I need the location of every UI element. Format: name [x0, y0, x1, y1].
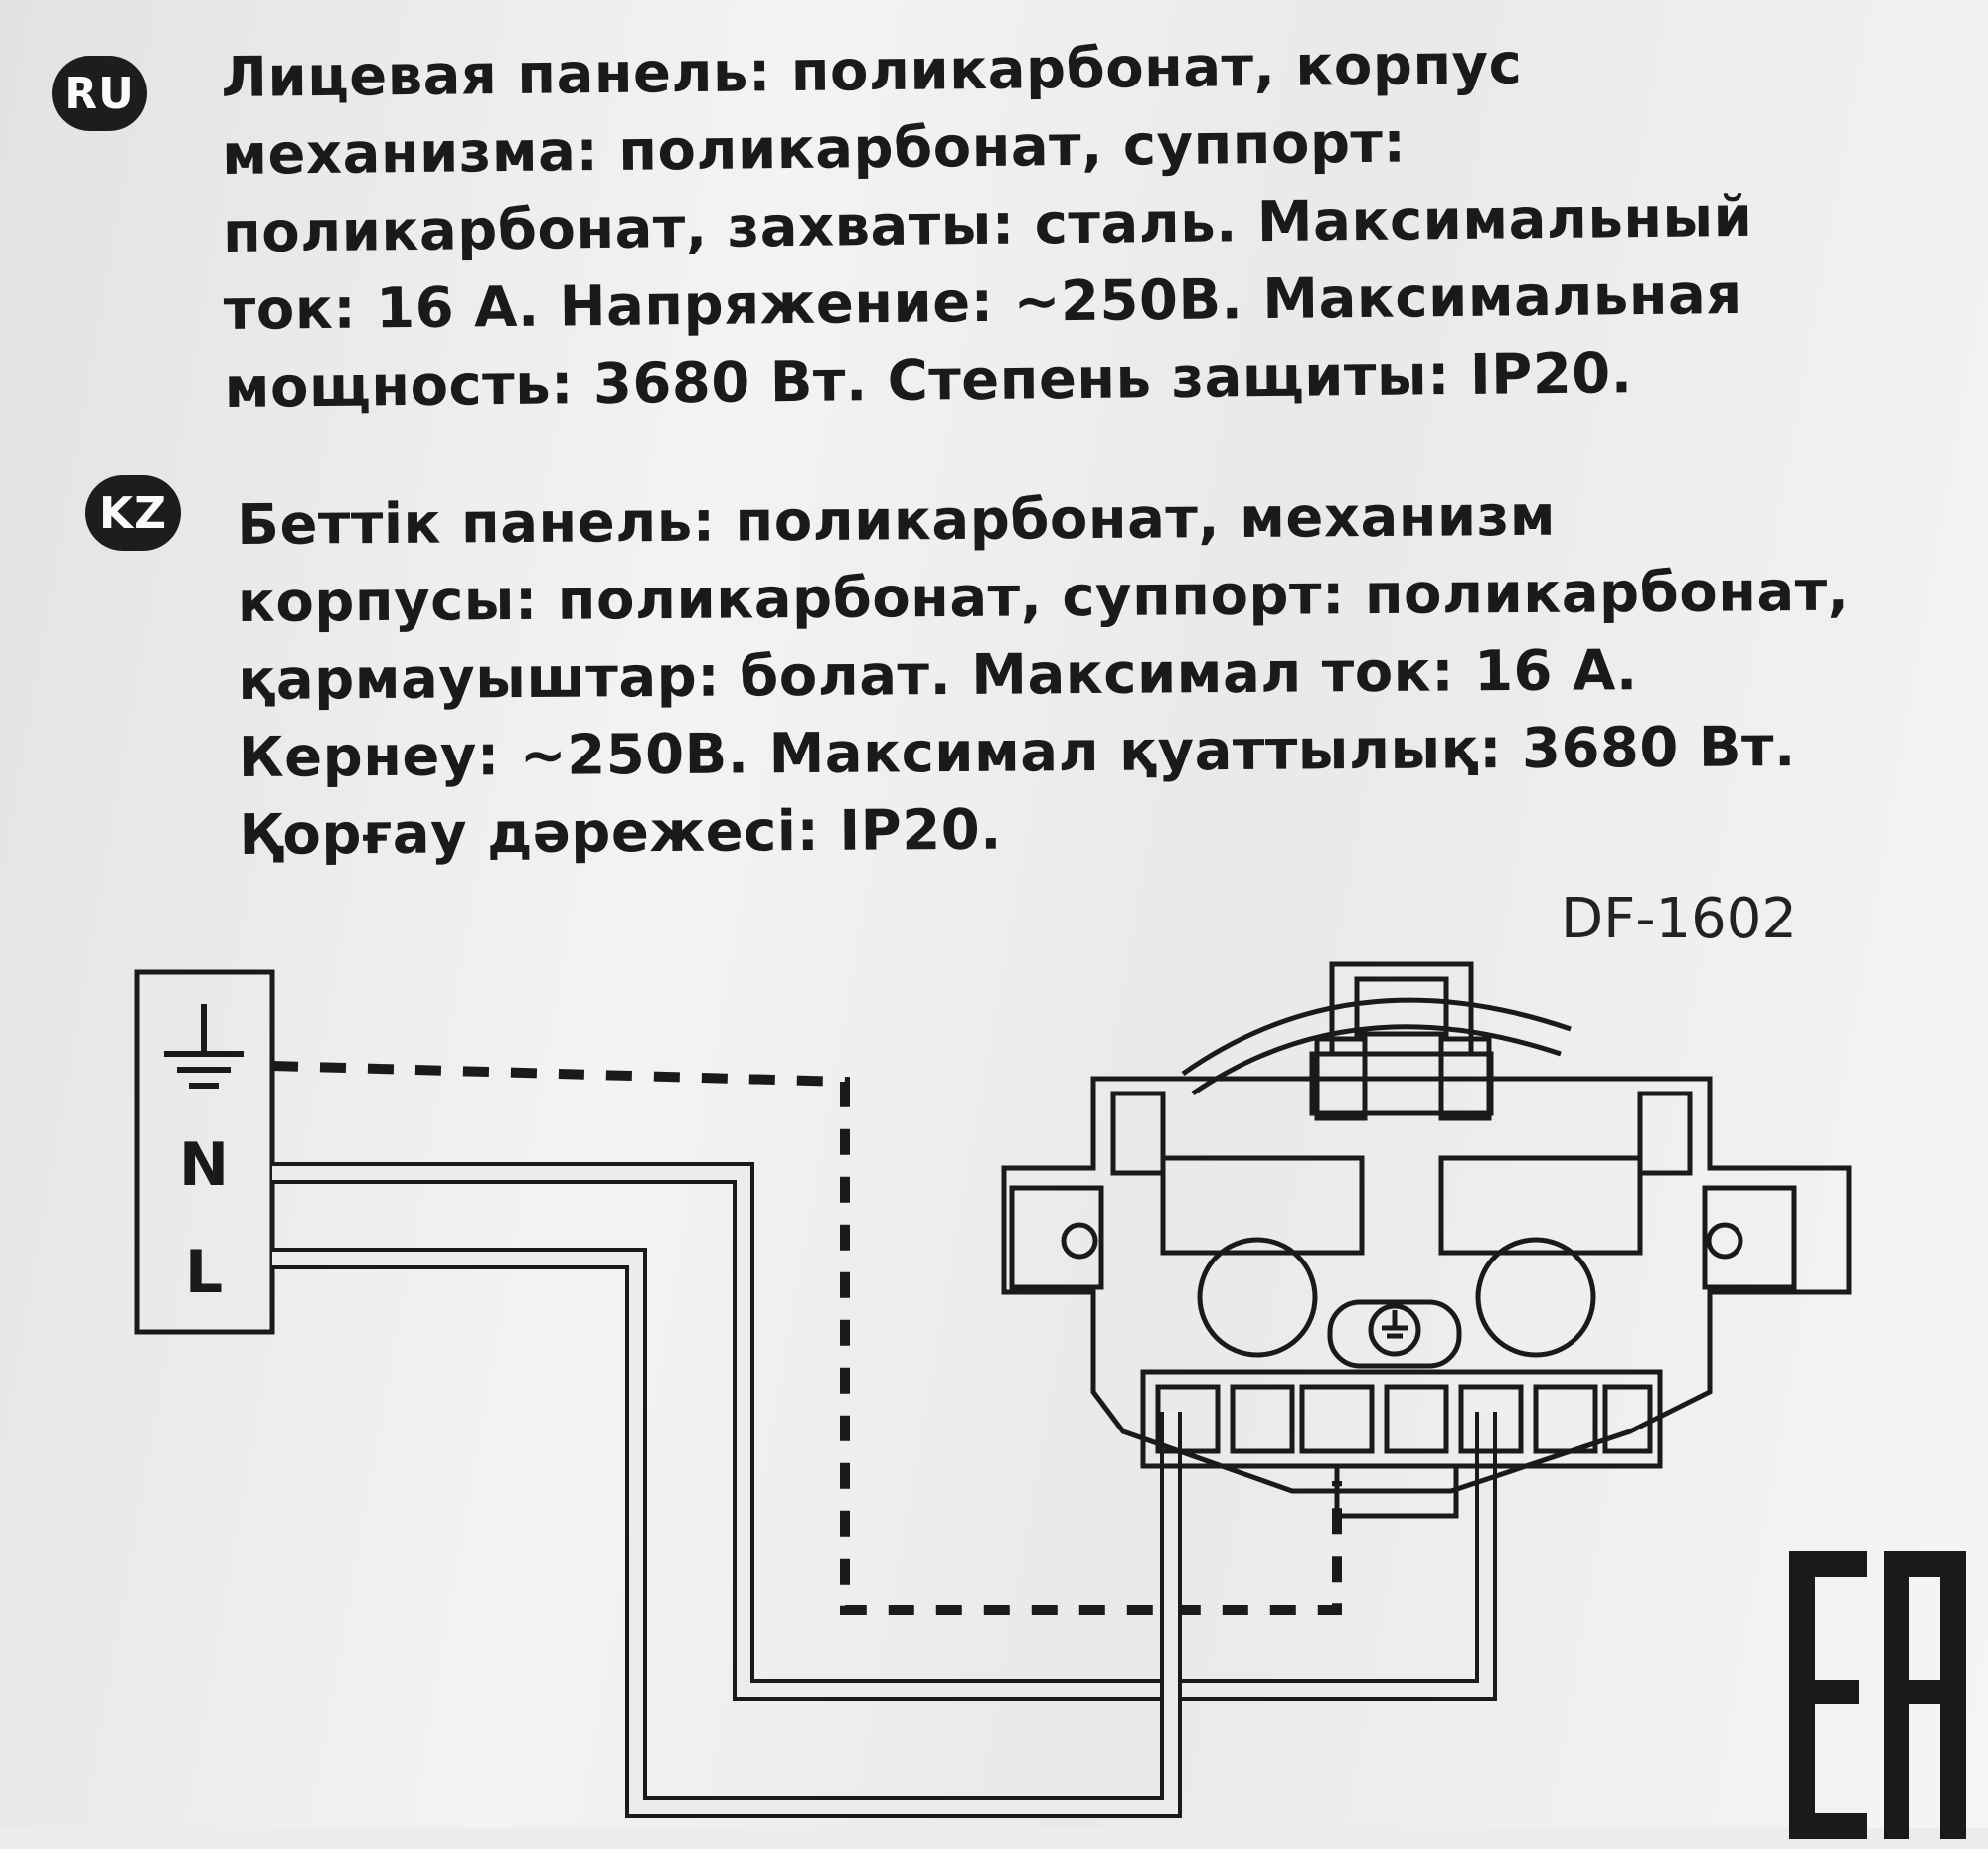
socket-outlet-icon [1001, 961, 1852, 1519]
live-wire [272, 1248, 1182, 1818]
kz-language-badge: KZ [85, 475, 181, 551]
neutral-wire-inner [272, 1166, 1493, 1697]
earth-ground-icon [164, 1004, 244, 1089]
live-wire-inner [272, 1252, 1178, 1814]
model-number: DF-1602 [1561, 887, 1798, 951]
ru-language-badge: RU [52, 56, 147, 131]
earth-wire [271, 1061, 1342, 1615]
terminal-block [134, 969, 275, 1335]
socket-earth-icon [1327, 1299, 1462, 1369]
terminal-label-l: L [185, 1238, 223, 1307]
terminal-label-n: N [179, 1130, 229, 1200]
eac-logo-icon [1789, 1551, 1966, 1839]
